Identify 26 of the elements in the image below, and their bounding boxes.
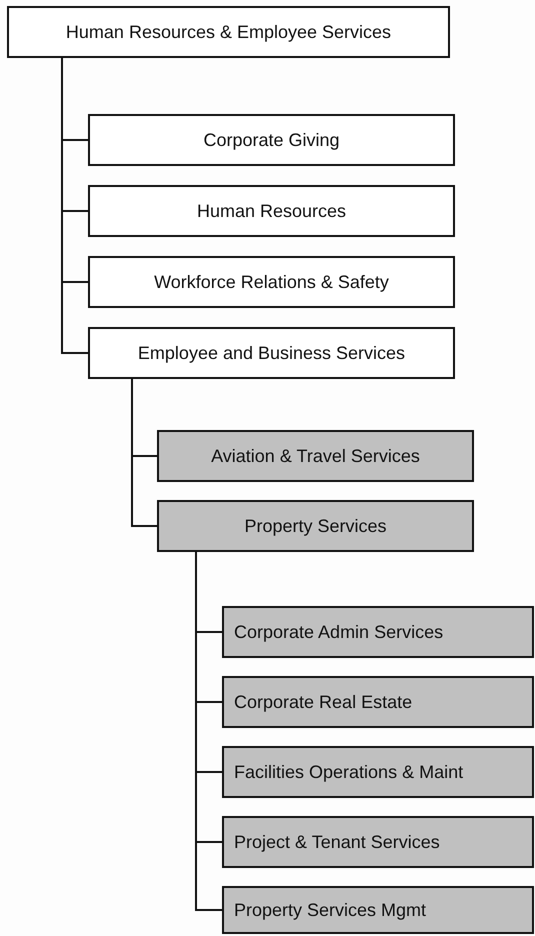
unit-name: Corporate Real Estate [234,692,412,712]
org-unit-box [88,114,455,166]
unit-name: Project & Tenant Services [234,832,440,852]
unit-name: Human Resources & Employee Services [66,22,392,42]
org-unit-box [7,6,450,58]
org-unit-box [222,886,534,934]
unit-name: Facilities Operations & Maint [234,762,464,782]
org-unit-box [222,816,534,868]
org-unit-box [88,185,455,237]
connector-line [195,552,222,911]
unit-name: Aviation & Travel Services [211,446,420,466]
org-unit-box [88,327,455,379]
org-unit-box [157,430,474,482]
unit-name: Property Services [244,516,387,536]
org-unit-box [157,500,474,552]
org-unit-box [222,746,534,798]
org-unit-box [222,676,534,728]
unit-name: Corporate Admin Services [234,622,444,642]
org-unit-box [88,256,455,308]
unit-name: Employee and Business Services [138,342,406,364]
unit-name: Corporate Giving [203,130,340,150]
connector-line [61,58,88,354]
unit-name: Human Resources [196,200,346,222]
unit-name: Property Services Mgmt [234,900,426,920]
org-unit-box [222,606,534,658]
unit-name: Workforce Relations & Safety [154,272,389,292]
